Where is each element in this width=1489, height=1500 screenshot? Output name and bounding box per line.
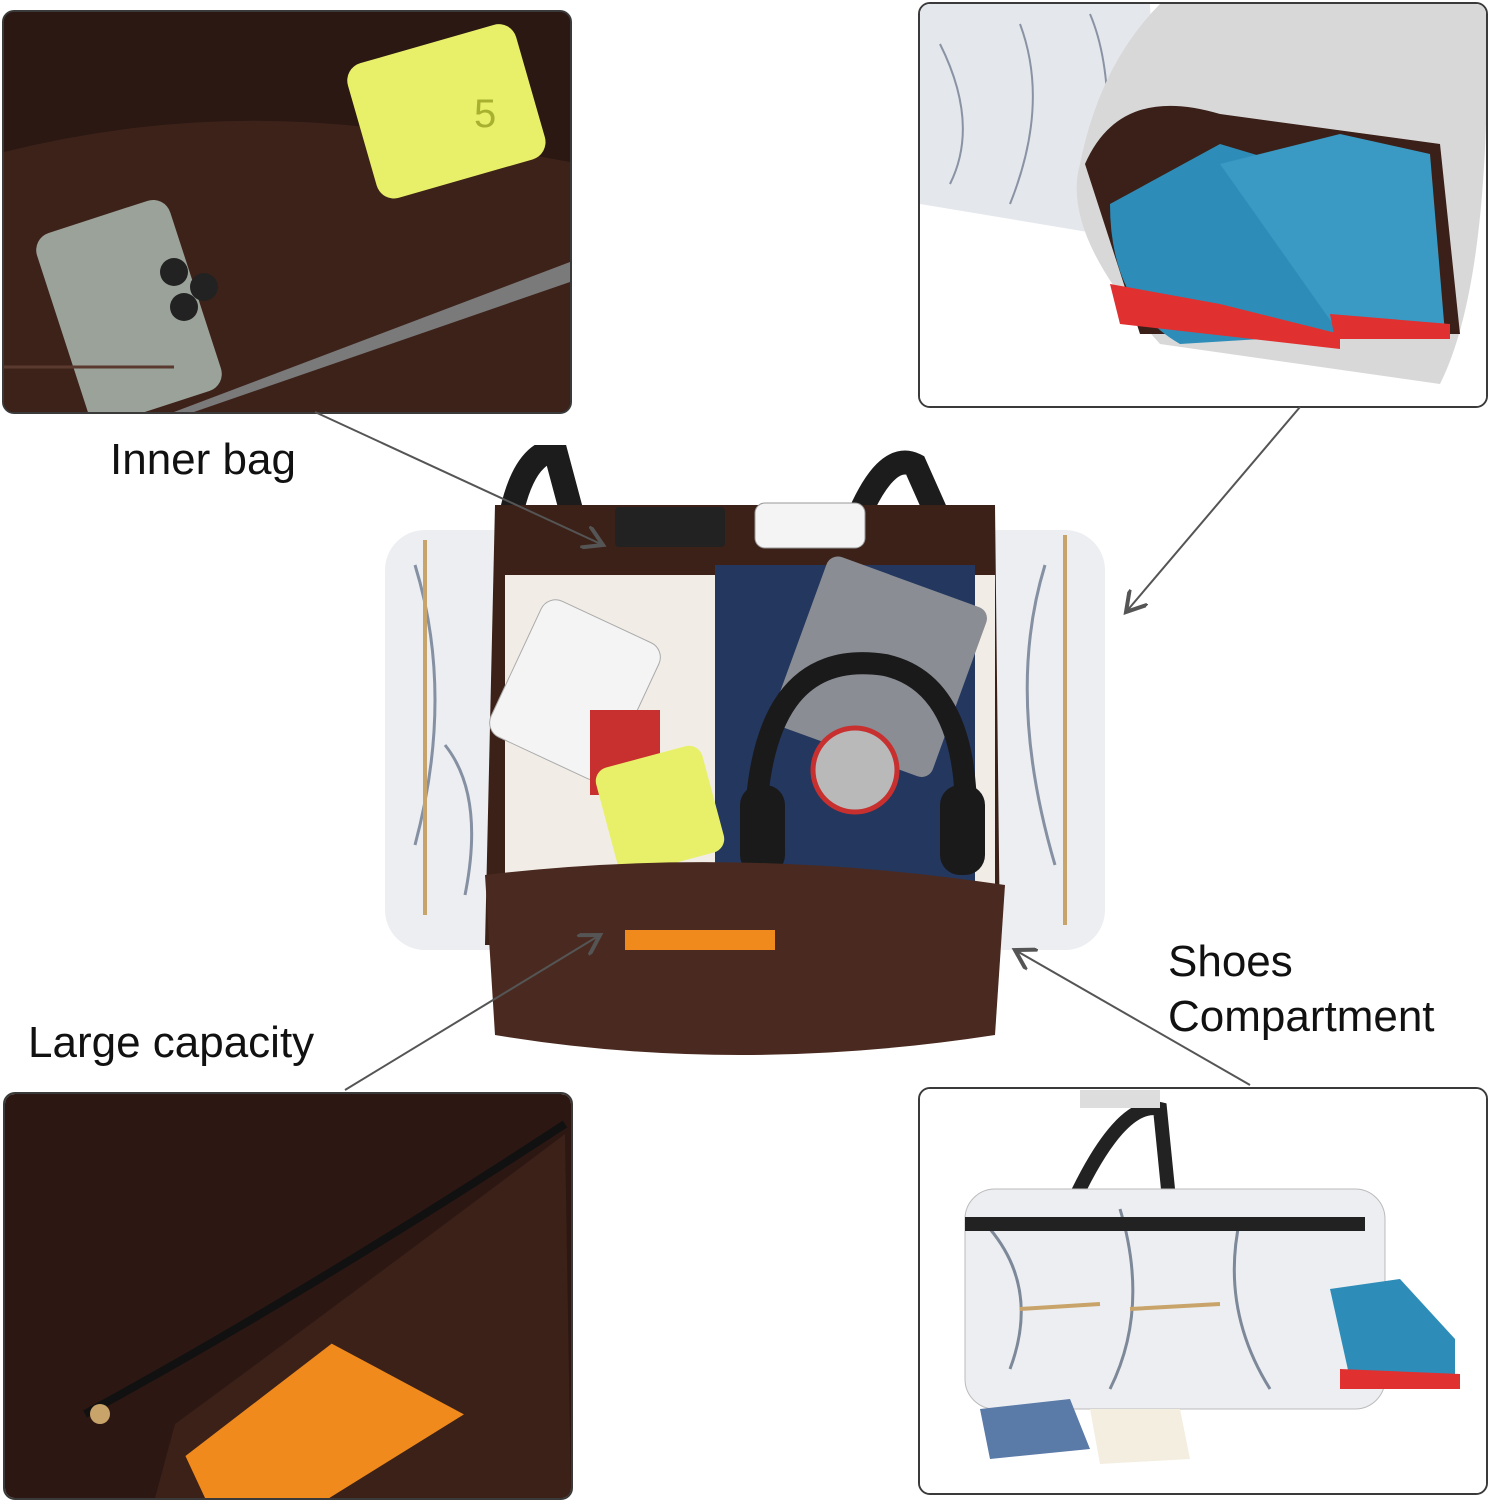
notebook-pocket-illustration — [5, 1094, 571, 1498]
arrow-shoes-bottom — [1015, 950, 1251, 1086]
power-bank-icon — [754, 502, 866, 549]
shoe-compartment-illustration — [920, 4, 1486, 406]
front-flap — [485, 862, 1005, 1055]
towel-icon — [1090, 1409, 1190, 1464]
arrow-inner-bag — [314, 411, 603, 545]
arrow-shoes-top — [1126, 406, 1301, 612]
shoes-label-line2: Compartment — [1168, 992, 1435, 1041]
open-duffel-bag-photo — [355, 445, 1135, 1060]
open-bag-illustration — [385, 445, 1105, 1055]
shoe-compartment-photo-panel — [918, 2, 1488, 408]
inner-pocket-photo-panel: 5 — [2, 10, 572, 414]
full-bag-photo-panel — [918, 1087, 1488, 1495]
inner-bag-label: Inner bag — [110, 435, 296, 484]
full-bag-illustration — [920, 1089, 1486, 1493]
notebook-icon — [185, 1343, 464, 1498]
large-capacity-label: Large capacity — [28, 1018, 315, 1067]
svg-text:5: 5 — [474, 92, 496, 136]
sneaker-icon — [1330, 1279, 1460, 1389]
headphones-icon — [740, 652, 985, 875]
power-bank-icon — [595, 745, 725, 875]
shoes-label-line1: Shoes — [1168, 937, 1293, 986]
zipper-pull-icon — [90, 1404, 110, 1424]
inner-pocket-illustration: 5 — [4, 12, 570, 412]
jeans-icon — [980, 1399, 1090, 1459]
shoes-compartment-label: Shoes Compartment — [1168, 934, 1435, 1044]
speaker-icon — [810, 725, 900, 815]
power-bank-icon: 5 — [347, 24, 546, 199]
sneakers-icon — [1110, 134, 1450, 349]
notebook-icon — [615, 507, 725, 547]
arrow-large-capacity — [344, 935, 600, 1091]
large-capacity-photo-panel — [3, 1092, 573, 1500]
